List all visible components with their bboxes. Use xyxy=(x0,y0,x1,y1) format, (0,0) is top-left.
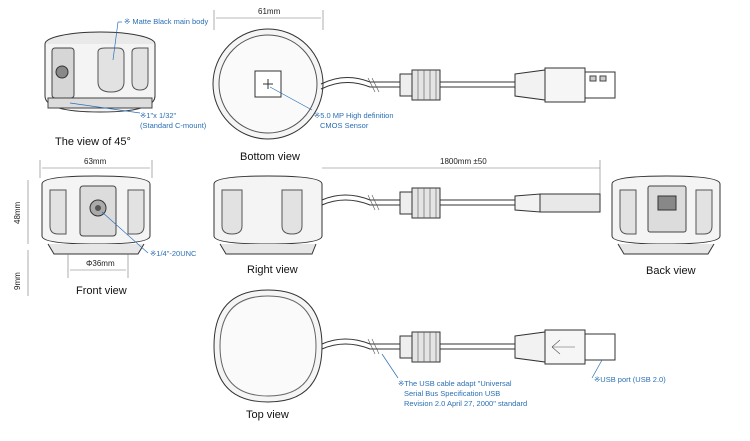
usb-annotation-2: Serial Bus Specification USB xyxy=(404,389,500,398)
back-view-label: Back view xyxy=(646,265,696,277)
sensor-annotation-2: CMOS Sensor xyxy=(320,121,369,130)
usbport-annotation: ※USB port (USB 2.0) xyxy=(594,375,666,384)
dim-width-front: 63mm xyxy=(84,157,107,166)
dim-cable: 1800mm ±50 xyxy=(440,157,487,166)
tripod-annotation: ※1/4"-20UNC xyxy=(150,249,197,258)
camera-bottom-view: 61mm ※5.0 MP High definition CMOS Sensor… xyxy=(212,7,616,163)
dim-diameter: Φ36mm xyxy=(86,259,115,268)
top-view-label: Top view xyxy=(246,409,289,421)
matte-annotation: ※ Matte Black main body xyxy=(124,17,208,26)
camera-45-view: ※ Matte Black main body ※1"x 1/32" (Stan… xyxy=(44,17,208,148)
front-view-label: Front view xyxy=(76,285,127,297)
view45-label: The view of 45° xyxy=(55,136,131,148)
camera-right-view: 1800mm ±50 Right view xyxy=(213,157,601,276)
camera-front-view: 63mm 48mm 9mm Φ36mm ※1/4"-20UNC Front vi… xyxy=(13,157,197,297)
cmount-annotation-1: ※1"x 1/32" xyxy=(140,111,177,120)
camera-top-view: ※The USB cable adapt "Universal Serial B… xyxy=(213,289,666,421)
usb-annotation-1: ※The USB cable adapt "Universal xyxy=(398,379,512,388)
cmount-annotation-2: (Standard C-mount) xyxy=(140,121,207,130)
camera-back-view: Back view xyxy=(611,175,721,277)
right-view-label: Right view xyxy=(247,264,298,276)
dim-height-small: 9mm xyxy=(13,272,22,290)
sensor-annotation-1: ※5.0 MP High definition xyxy=(314,111,394,120)
bottom-view-label: Bottom view xyxy=(240,151,300,163)
usb-annotation-3: Revision 2.0 April 27, 2000" standard xyxy=(404,399,527,408)
dim-height: 48mm xyxy=(13,201,22,224)
dim-width-bottom: 61mm xyxy=(258,7,281,16)
